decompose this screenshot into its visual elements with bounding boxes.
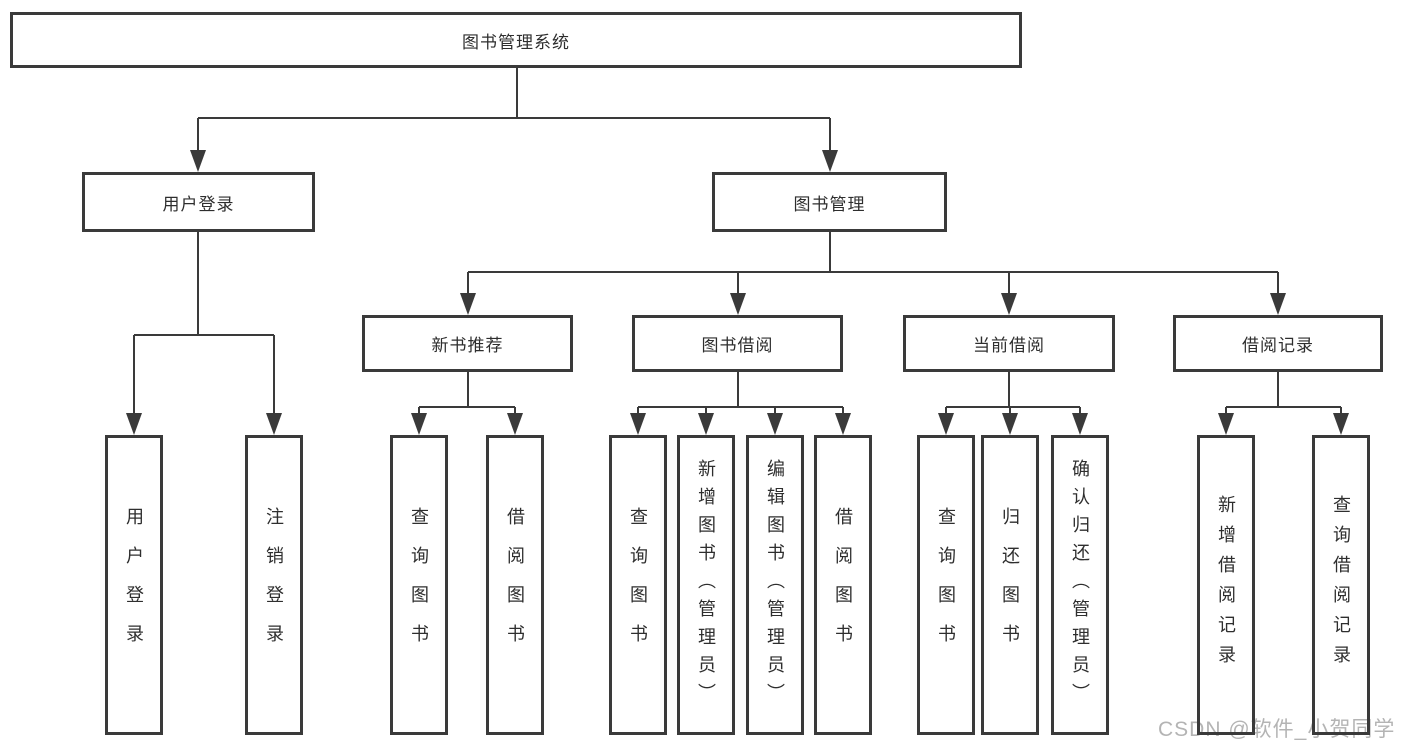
leaf-label: 借阅图书 <box>833 507 853 663</box>
node-label: 用户登录 <box>162 194 235 214</box>
leaf-logout: 注销登录 <box>245 435 303 735</box>
leaf-label: 查询图书 <box>628 507 648 663</box>
leaf-add-books-admin: 新增图书（管理员） <box>677 435 735 735</box>
node-book-management-branch: 图书管理 <box>712 172 947 232</box>
node-label: 新书推荐 <box>431 336 504 355</box>
leaf-borrow-books-1: 借阅图书 <box>486 435 544 735</box>
node-label: 图书管理系统 <box>462 32 570 52</box>
leaf-label: 借阅图书 <box>505 507 525 663</box>
leaf-label: 注销登录 <box>264 507 284 663</box>
node-label: 图书借阅 <box>701 336 774 355</box>
leaf-label: 查询图书 <box>936 507 956 663</box>
leaf-user-login: 用户登录 <box>105 435 163 735</box>
leaf-label: 新增借阅记录 <box>1216 495 1236 675</box>
leaf-label: 新增图书（管理员） <box>696 459 716 711</box>
node-label: 当前借阅 <box>973 336 1045 355</box>
node-current-borrow: 当前借阅 <box>903 315 1115 372</box>
node-borrow-records: 借阅记录 <box>1173 315 1383 372</box>
leaf-add-borrow-record: 新增借阅记录 <box>1197 435 1255 735</box>
arrowheads <box>126 150 1349 435</box>
node-book-borrow: 图书借阅 <box>632 315 843 372</box>
leaf-edit-books-admin: 编辑图书（管理员） <box>746 435 804 735</box>
node-user-login-branch: 用户登录 <box>82 172 315 232</box>
leaf-label: 确认归还（管理员） <box>1070 459 1090 711</box>
leaf-label: 用户登录 <box>124 507 144 663</box>
node-label: 图书管理 <box>793 194 866 214</box>
leaf-confirm-return-admin: 确认归还（管理员） <box>1051 435 1109 735</box>
leaf-label: 查询图书 <box>409 507 429 663</box>
leaf-query-books-3: 查询图书 <box>917 435 975 735</box>
node-new-book-recommend: 新书推荐 <box>362 315 573 372</box>
leaf-return-books: 归还图书 <box>981 435 1039 735</box>
leaf-borrow-books-2: 借阅图书 <box>814 435 872 735</box>
leaf-query-books-2: 查询图书 <box>609 435 667 735</box>
node-label: 借阅记录 <box>1242 336 1314 355</box>
leaf-query-borrow-record: 查询借阅记录 <box>1312 435 1370 735</box>
csdn-watermark: CSDN @软件_小贺同学 <box>1158 718 1396 741</box>
node-system-title: 图书管理系统 <box>10 12 1022 68</box>
leaf-label: 编辑图书（管理员） <box>765 459 785 711</box>
leaf-label: 归还图书 <box>1000 507 1020 663</box>
leaf-label: 查询借阅记录 <box>1331 495 1351 675</box>
leaf-query-books-1: 查询图书 <box>390 435 448 735</box>
